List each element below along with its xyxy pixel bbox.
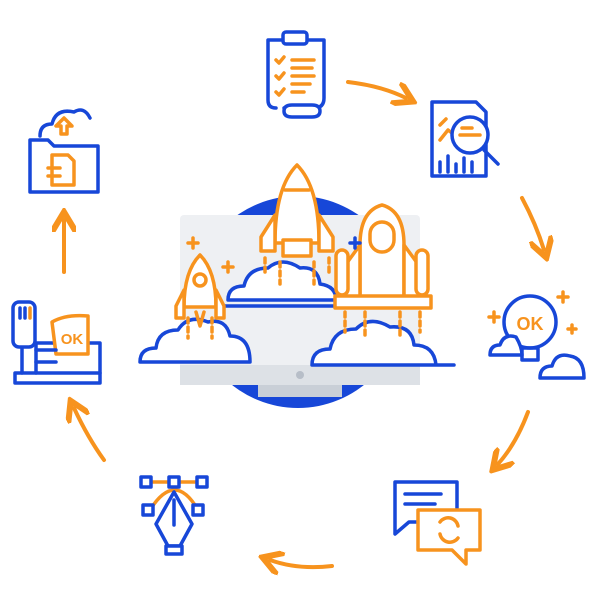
shuttle-rocket-icon bbox=[333, 203, 433, 338]
printer-ok-label: OK bbox=[61, 331, 84, 348]
arrow-icon bbox=[520, 196, 544, 250]
vector-pen-tool-icon bbox=[139, 475, 209, 556]
cloud-icon bbox=[310, 319, 456, 367]
cloud-upload-folder-icon bbox=[28, 108, 100, 194]
idea-lightbulb-icon: OK bbox=[487, 290, 586, 380]
printer-ok-icon: OK bbox=[11, 300, 102, 385]
cycle-arrows bbox=[64, 80, 544, 567]
arrow-icon bbox=[498, 410, 530, 464]
cloud-icon bbox=[226, 260, 338, 302]
launch-clouds bbox=[138, 260, 456, 367]
analytics-report-magnifier-icon bbox=[430, 100, 500, 178]
sparkle-icons bbox=[186, 236, 362, 274]
small-rocket-icon bbox=[174, 253, 226, 340]
arrow-icon bbox=[270, 560, 334, 567]
lightbulb-ok-label: OK bbox=[517, 314, 544, 334]
arrow-icon bbox=[74, 408, 106, 462]
checklist-clipboard-icon bbox=[266, 30, 326, 119]
chat-sync-icon bbox=[393, 480, 482, 566]
middle-rocket-icon bbox=[259, 163, 335, 286]
cloud-icon bbox=[138, 317, 252, 364]
monitor-stand bbox=[258, 385, 342, 397]
arrow-icon bbox=[346, 80, 406, 98]
monitor-button bbox=[296, 371, 304, 379]
